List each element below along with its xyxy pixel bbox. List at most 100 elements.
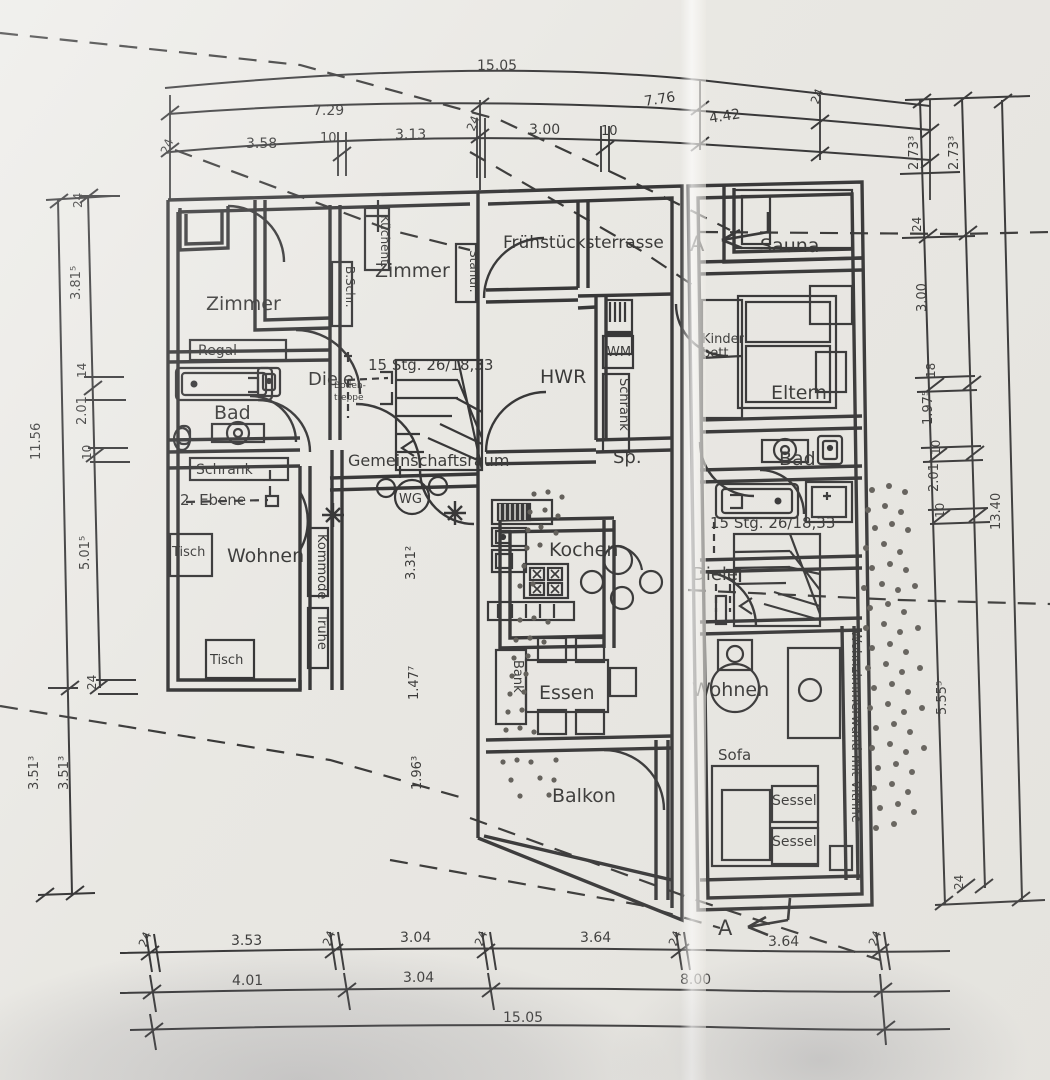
furniture-label-tisch-a: Tisch [171,545,205,560]
dim-right-chain-6: 2.01 [927,463,942,492]
dim-left-chain-2: 14 [75,363,89,378]
dim-left-chain-5: 5.01⁵ [78,536,93,570]
dim-right-chain-8: 5.55⁵ [935,681,950,715]
dim-left-chain-4: 10 [80,445,94,460]
furniture-label-schrank-left: Schrank [196,462,254,478]
dim-left-chain-6: 24 [85,675,99,690]
dim-right-top-b: 2.73³ [947,136,962,170]
staircase-left [344,352,484,478]
dim-right-outer: 13.40 [989,493,1004,530]
dim-top-chain-6: 10 [601,124,618,139]
walls [166,190,480,838]
furniture-left [168,338,330,680]
dim-right-chain-4: 1.97⁵ [921,391,936,425]
furniture-label-tisch-b: Tisch [209,653,243,668]
dim-left-chain-3: 2.01 [75,396,90,425]
furniture-label-schrank-hwr: Schrank [616,378,631,431]
room-label-essen: Essen [539,682,595,704]
room-label-zimmer-left: Zimmer [206,293,281,315]
furniture-label-wohnzimmerwand: Wohnzimmerwand mit Vitrine [848,630,863,823]
dim-right-top-a: 2.73³ [907,136,922,170]
room-label-bad-right: Bad [779,448,816,470]
furniture-label-bodentreppe-2: treppe [334,393,364,403]
dim-interior-1: 1.47⁷ [407,666,422,700]
room-label-fruehstuecksterrasse: Frühstücksterrasse [503,233,664,253]
dim-left-lower-b: 3.51³ [57,756,72,790]
section-arrow-top [721,212,770,250]
furniture-label-kommode: Kommode [314,534,329,599]
dim-top-chain-7: 24 [808,87,827,106]
room-label-wohnen-right: Wohnen [692,679,769,701]
staircase-right [712,522,822,628]
furniture-label-zweite-ebene: 2. Ebene [180,491,246,509]
furniture-right [700,188,854,872]
dim-top-chain-4: 24 [464,114,483,133]
dim-bottom-chain1-1: 3.53 [231,933,262,949]
room-label-diele-right: Diele [692,564,738,585]
dimension-lines-right [899,95,1046,906]
furniture-label-kuechent: Küchent. [378,215,392,268]
dim-left-chain-1: 3.81⁵ [69,266,84,300]
dimension-lines-bottom [119,931,951,1051]
dim-top-far-right: 4.42 [708,106,741,127]
floor-dot-pattern-center [500,489,565,799]
furniture-label-wm: WM [607,345,631,360]
section-arrow-bottom [747,897,792,937]
dim-top-chain-1: 3.58 [246,136,277,152]
room-label-bad-left: Bad [214,402,251,424]
furniture-label-sessel-a: Sessel [772,793,817,809]
furniture-label-truhe: Truhe [314,613,329,650]
room-label-zimmer-top: Zimmer [375,260,450,282]
furniture-label-kinderbett-2: bett [702,346,728,361]
dimension-lines-left [37,195,138,896]
furniture-label-bank: Bank [510,660,525,693]
furniture-label-bodentreppe-1: Boden- [334,381,366,391]
room-label-kochen: Kochen [549,539,618,561]
room-label-balkon: Balkon [552,785,616,807]
room-label-hwr: HWR [540,366,586,388]
furniture-label-regal: Regal [198,343,237,359]
dim-bottom-chain2-2: 8.00 [680,972,711,988]
dim-right-chain-5: 10 [929,440,943,455]
room-label-sp: Sp. [613,447,642,468]
dim-top-chain-2: 10 [320,131,337,146]
dim-right-chain-7: 10 [933,503,947,518]
text-labels: Zimmer Zimmer Bad Diele Wohnen Gemeinsch… [27,58,1004,1026]
room-label-wohnen-left: Wohnen [227,545,304,567]
section-mark-top: A [690,232,705,256]
furniture-label-standr: Standr. [467,250,481,293]
dim-top-outer: 15.05 [477,58,517,74]
floor-dot-pattern-right [861,483,927,831]
gemeinschaftsraum-symbols [322,475,466,527]
dim-top-chain-3: 3.13 [395,127,426,143]
dim-bottom-chain1-5: 3.64 [580,930,611,946]
dim-bottom-chain2-0: 4.01 [232,973,263,989]
dim-top-left-span: 7.29 [313,103,344,119]
furniture-label-kinderbett-1: Kinder [702,332,745,347]
room-label-gemeinschaftsraum: Gemeinschaftsraum [348,451,509,470]
dim-bottom-chain1-3: 3.04 [400,930,431,946]
furniture-label-wg: WG [399,492,422,507]
stair-label-left: 15 Stg. 26/18,33 [368,356,493,374]
furniture-label-b-schr: B.Schr. [343,266,357,308]
dim-bottom-outer: 15.05 [503,1010,543,1026]
room-label-diele-left: Diele [308,369,354,390]
dim-bottom-chain1-4: 24 [472,929,491,948]
dim-interior-2: 1.96³ [410,756,425,790]
section-mark-bottom: A [718,916,733,940]
dim-bottom-chain2-1: 3.04 [403,970,434,986]
dim-right-chain-2: 3.00 [915,283,930,312]
dim-right-chain-9: 24 [952,875,966,890]
dim-bottom-chain1-2: 24 [320,929,339,948]
room-label-eltern: Eltern [771,382,827,404]
furniture-label-sessel-b: Sessel [772,834,817,850]
dim-top-chain-5: 3.00 [529,122,560,138]
furniture-center [486,298,664,736]
stair-label-right: 15 Stg. 26/18,33 [710,514,835,532]
dim-interior-0: 3.31² [404,546,419,580]
dim-left-chain-0: 24 [71,193,85,208]
dim-bottom-chain1-7: 24 [866,929,885,948]
furniture-top-left [330,200,478,328]
